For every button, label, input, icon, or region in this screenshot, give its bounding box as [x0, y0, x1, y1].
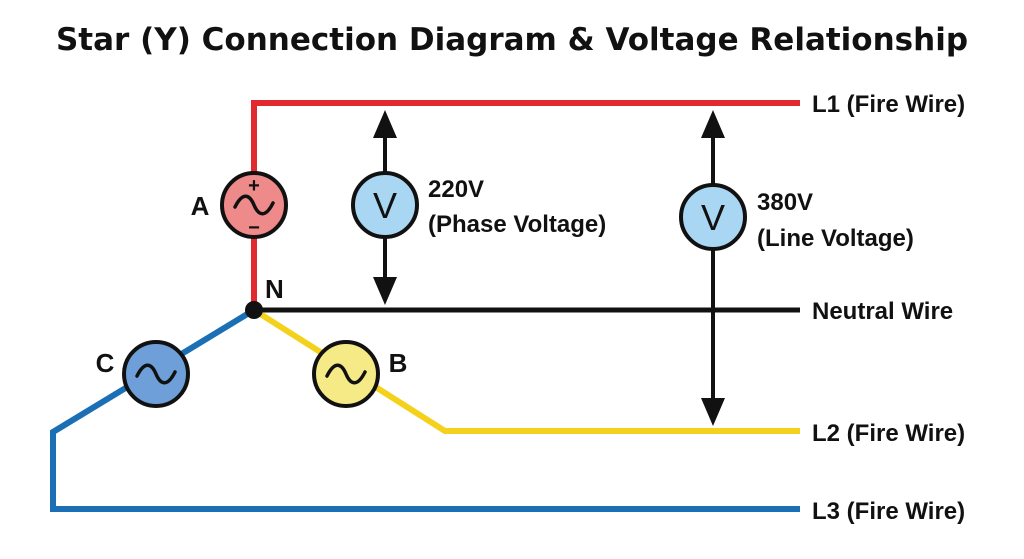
- ac-sine-icon: [233, 194, 275, 216]
- source-c: C: [96, 340, 190, 408]
- arrow-up-icon: [373, 110, 397, 138]
- neutral-point-label: N: [265, 274, 284, 304]
- neutral-point-dot: [245, 301, 263, 319]
- line-voltage-value: 380V: [757, 189, 813, 216]
- plus-sign: +: [248, 175, 260, 197]
- phase-voltage-description: (Phase Voltage): [428, 211, 606, 238]
- wire-label-neutral: Neutral Wire: [812, 298, 953, 325]
- arrow-up-icon: [701, 110, 725, 138]
- source-c-label: C: [96, 348, 115, 378]
- voltmeter-symbol: V: [373, 185, 397, 226]
- line-voltage-description: (Line Voltage): [757, 225, 914, 252]
- wire-label-l2: L2 (Fire Wire): [812, 420, 965, 447]
- ac-sine-icon: [135, 363, 177, 385]
- source-b-label: B: [389, 348, 408, 378]
- source-a: + − A: [191, 171, 288, 239]
- arrow-down-icon: [701, 398, 725, 426]
- ac-sine-icon: [325, 363, 367, 385]
- wire-l2: [252, 307, 800, 434]
- voltmeter-circle: [351, 171, 419, 239]
- phase-voltmeter: V 220V (Phase Voltage): [351, 110, 606, 305]
- minus-sign: −: [248, 217, 260, 239]
- wire-l1: [251, 100, 800, 310]
- line-voltmeter: V 380V (Line Voltage): [679, 110, 914, 426]
- wire-label-l1: L1 (Fire Wire): [812, 91, 965, 118]
- source-b: B: [312, 340, 408, 408]
- voltmeter-circle: [679, 183, 747, 251]
- phase-voltage-value: 220V: [428, 176, 484, 203]
- arrow-down-icon: [373, 277, 397, 305]
- source-a-label: A: [191, 191, 210, 221]
- diagram-title: Star (Y) Connection Diagram & Voltage Re…: [56, 22, 968, 58]
- wire-l3: [50, 307, 800, 512]
- wire-label-l3: L3 (Fire Wire): [812, 498, 965, 525]
- voltmeter-symbol: V: [701, 197, 725, 238]
